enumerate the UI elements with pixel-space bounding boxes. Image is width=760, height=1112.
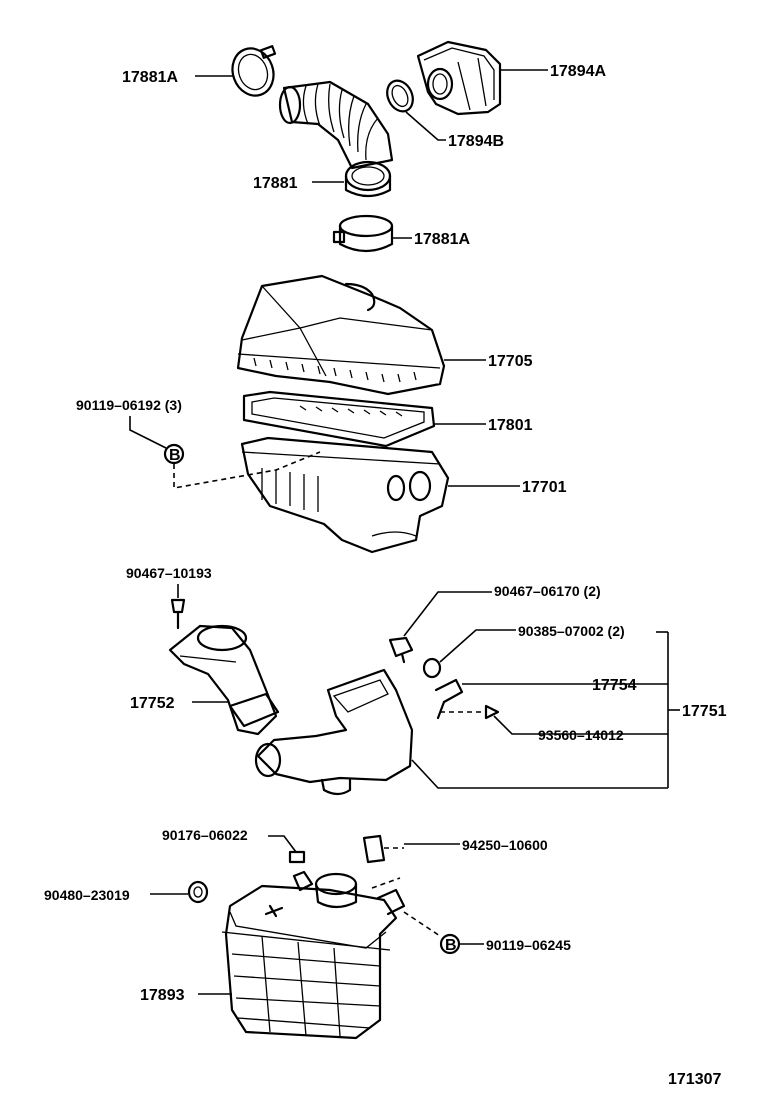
leader-90176-06022	[268, 835, 297, 853]
label-17881: 17881	[253, 175, 298, 192]
air-cleaner-cap-17705	[236, 274, 446, 396]
leader-17894B	[405, 111, 446, 141]
label-17801: 17801	[488, 417, 533, 434]
label-90176-06022: 90176–06022	[162, 827, 248, 843]
filter-element-17801	[242, 390, 436, 448]
label-94250-10600: 94250–10600	[462, 837, 548, 853]
nut-90176-06022	[288, 850, 306, 864]
label-90119-06192: 90119–06192 (3)	[76, 397, 182, 413]
clip-94250-10600	[362, 834, 386, 864]
label-93560-14012: 93560–14012	[538, 727, 624, 743]
label-90467-06170: 90467–06170 (2)	[494, 583, 601, 599]
label-90385-07002: 90385–07002 (2)	[518, 623, 625, 639]
label-17751: 17751	[682, 703, 727, 720]
label-17894B: 17894B	[448, 133, 504, 150]
leader-17751-duct	[411, 759, 668, 789]
leader-90467-06170	[403, 591, 492, 637]
label-17894A: 17894A	[550, 63, 606, 80]
bolt-marker-b-1: B	[163, 443, 185, 465]
bolt-93560-14012	[484, 704, 500, 720]
resonator-duct-17751	[254, 668, 414, 796]
svg-text:B: B	[445, 937, 457, 954]
resonator-box-17893	[221, 870, 406, 1040]
diagram-id: 171307	[668, 1071, 721, 1088]
label-17754: 17754	[592, 677, 637, 694]
label-90480-23019: 90480–23019	[44, 887, 130, 903]
label-17881A-bottom: 17881A	[414, 231, 470, 248]
label-17701: 17701	[522, 479, 567, 496]
grommet-90480-23019	[187, 880, 209, 904]
clamp-17894B	[386, 79, 414, 113]
air-hose-17881	[278, 80, 394, 198]
leader-90119-06192	[129, 416, 167, 449]
grommet-90385-07002	[422, 657, 442, 679]
leader-90385-07002	[439, 629, 516, 663]
label-17893: 17893	[140, 987, 185, 1004]
air-cleaner-case-17701	[240, 436, 450, 554]
svg-text:B: B	[169, 447, 181, 464]
label-17881A-top: 17881A	[122, 69, 178, 86]
label-90119-06245: 90119–06245	[486, 937, 571, 953]
dashed-guide-bolt-1	[173, 451, 321, 489]
bolt-marker-b-2: B	[439, 933, 461, 955]
clamp-17881A-bottom	[332, 214, 394, 253]
bracket-17754	[434, 678, 464, 720]
label-17752: 17752	[130, 695, 175, 712]
clip-90467-10193	[170, 598, 186, 630]
intake-duct-17752	[168, 624, 280, 736]
label-90467-10193: 90467–10193	[126, 565, 212, 581]
leader-93560-14012	[493, 715, 668, 735]
clamp-17881A-top	[231, 45, 277, 97]
intake-duct-17894A	[416, 40, 502, 116]
dashed-guide-bolt-2	[371, 877, 441, 937]
label-17705: 17705	[488, 353, 533, 370]
clip-90467-06170	[388, 636, 414, 664]
